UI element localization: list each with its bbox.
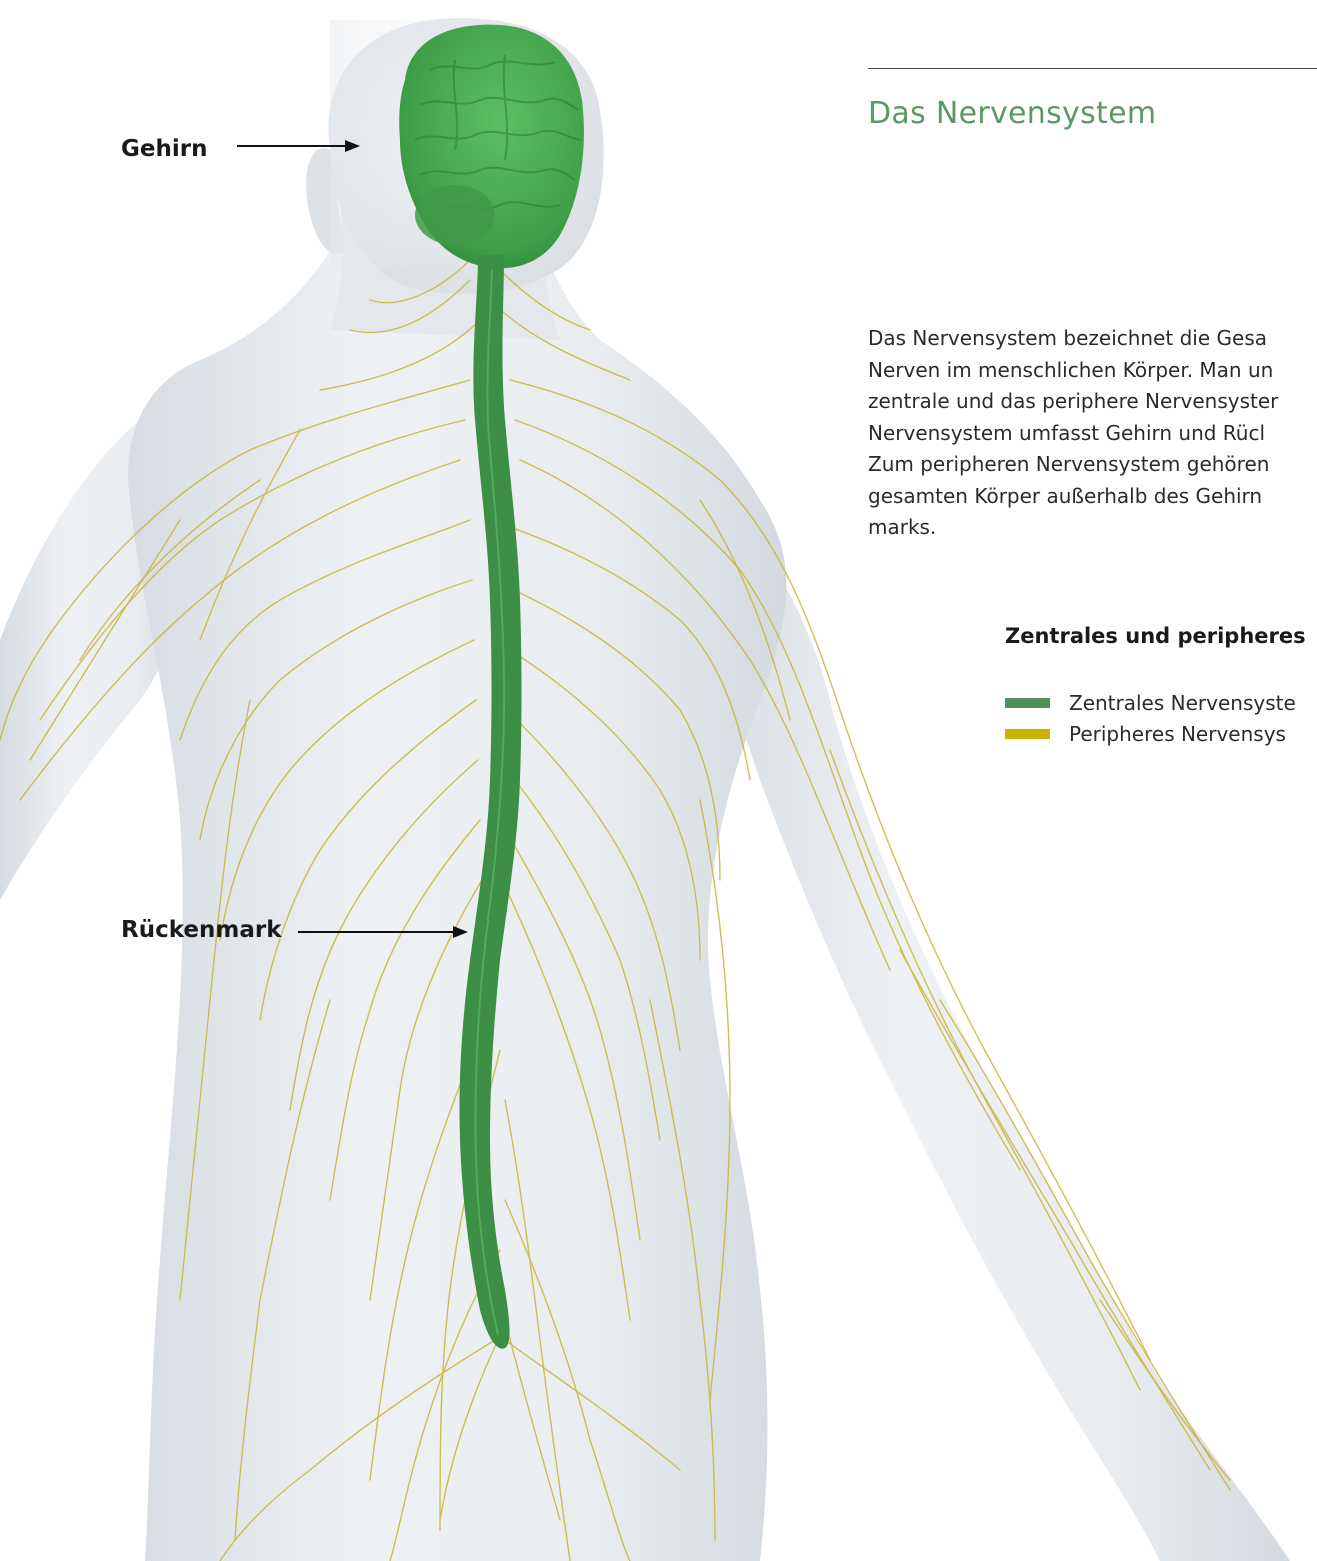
legend-swatch-peripheral <box>1005 729 1050 739</box>
legend-swatch-central <box>1005 698 1050 708</box>
description-line: Das Nervensystem bezeichnet die Gesa <box>868 323 1317 355</box>
description-line: marks. <box>868 512 1317 544</box>
description-line: Nervensystem umfasst Gehirn und Rücl <box>868 418 1317 450</box>
description-line: zentrale und das periphere Nervensyster <box>868 386 1317 418</box>
legend-item-peripheral: Peripheres Nervensys <box>1005 719 1286 749</box>
legend-item-central: Zentrales Nervensyste <box>1005 688 1296 718</box>
brain-label: Gehirn <box>121 136 207 162</box>
description-line: Nerven im menschlichen Körper. Man un <box>868 355 1317 387</box>
header-rule <box>868 68 1317 69</box>
description-text: Das Nervensystem bezeichnet die Gesa Ner… <box>868 323 1317 544</box>
description-line: gesamten Körper außerhalb des Gehirn <box>868 481 1317 513</box>
page-title: Das Nervensystem <box>868 96 1156 131</box>
legend-label-central: Zentrales Nervensyste <box>1069 691 1296 715</box>
body-silhouette <box>0 18 1290 1561</box>
legend-title: Zentrales und peripheres <box>1005 624 1306 648</box>
description-line: Zum peripheren Nervensystem gehören <box>868 449 1317 481</box>
legend-label-peripheral: Peripheres Nervensys <box>1069 722 1286 746</box>
spinal-cord-label: Rückenmark <box>121 917 282 943</box>
